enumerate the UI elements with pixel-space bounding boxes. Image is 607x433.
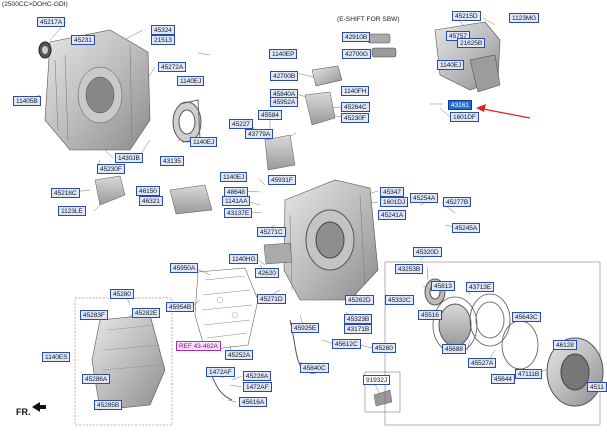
part-label-45228A[interactable]: 45228A	[243, 371, 272, 381]
part-label-45952A[interactable]: 45952A	[270, 97, 299, 107]
part-label-45262D[interactable]: 45262D	[345, 295, 374, 305]
part-label-1472AF[interactable]: 1472AF	[206, 367, 235, 377]
part-label-45516[interactable]: 45516	[418, 310, 442, 320]
part-label-45260[interactable]: 45260	[372, 343, 396, 353]
engine-spec-header: (2500CC>DOHC-GDI)	[2, 1, 68, 8]
part-label-1141AA[interactable]: 1141AA	[222, 196, 251, 206]
part-label-45254A[interactable]: 45254A	[410, 193, 439, 203]
part-label-43779A[interactable]: 43779A	[245, 129, 274, 139]
part-label-1140ES[interactable]: 1140ES	[42, 352, 71, 362]
part-label-43161-highlighted[interactable]: 43161	[448, 100, 472, 110]
part-label-43253B[interactable]: 43253B	[395, 264, 424, 274]
part-label-45217A[interactable]: 45217A	[37, 17, 66, 27]
part-label-91932J[interactable]: 91932J	[363, 375, 391, 385]
part-label-45840C[interactable]: 45840C	[300, 363, 329, 373]
part-label-21513[interactable]: 21513	[151, 35, 175, 45]
part-label-42620[interactable]: 42620	[255, 268, 279, 278]
part-label-45245A[interactable]: 45245A	[452, 223, 481, 233]
part-label-45688[interactable]: 45688	[442, 344, 466, 354]
part-label-1123MG[interactable]: 1123MG	[509, 13, 540, 23]
part-label-42700B[interactable]: 42700B	[270, 71, 299, 81]
part-label-45271C[interactable]: 45271C	[257, 227, 286, 237]
part-label-47111B[interactable]: 47111B	[515, 369, 543, 379]
part-label-21625B[interactable]: 21625B	[457, 38, 486, 48]
part-label-43171B[interactable]: 43171B	[344, 324, 373, 334]
part-label-45285B[interactable]: 45285B	[94, 400, 123, 410]
part-label-45931F[interactable]: 45931F	[268, 175, 296, 185]
part-label-45272A[interactable]: 45272A	[158, 62, 187, 72]
part-label-46128[interactable]: 46128	[553, 340, 577, 350]
part-label-43135[interactable]: 43135	[160, 156, 184, 166]
part-label-1472AF-2[interactable]: 1472AF	[243, 382, 272, 392]
eshift-section-title: (E-SHIFT FOR SBW)	[337, 16, 400, 23]
part-label-45283F[interactable]: 45283F	[80, 310, 108, 320]
part-label-1140EJ-4[interactable]: 1140EJ	[220, 172, 248, 182]
part-label-45227[interactable]: 45227	[229, 119, 253, 129]
part-label-45584[interactable]: 45584	[258, 110, 282, 120]
part-label-45280[interactable]: 45280	[110, 289, 134, 299]
part-label-45215D[interactable]: 45215D	[452, 11, 481, 21]
part-label-45323B[interactable]: 45323B	[344, 314, 373, 324]
front-direction-marker: FR.	[16, 407, 31, 417]
part-label-45231[interactable]: 45231	[71, 35, 95, 45]
part-label-45612C[interactable]: 45612C	[332, 339, 361, 349]
ref-label-43-462A[interactable]: REF 43-462A	[176, 341, 221, 351]
part-label-1140FH[interactable]: 1140FH	[341, 86, 370, 96]
part-label-1430JB[interactable]: 1430JB	[115, 153, 143, 163]
part-label-45241A[interactable]: 45241A	[378, 210, 407, 220]
part-label-45954B[interactable]: 45954B	[166, 302, 195, 312]
part-label-45950A[interactable]: 45950A	[170, 263, 199, 273]
part-label-45271D[interactable]: 45271D	[257, 294, 286, 304]
part-label-42910B[interactable]: 42910B	[342, 32, 371, 42]
part-label-45324[interactable]: 45324	[151, 25, 175, 35]
part-label-1601DJ[interactable]: 1601DJ	[380, 197, 409, 207]
part-label-46321[interactable]: 46321	[139, 196, 163, 206]
part-label-45252A[interactable]: 45252A	[225, 350, 254, 360]
part-label-45286A[interactable]: 45286A	[82, 374, 111, 384]
part-label-45277B[interactable]: 45277B	[443, 197, 472, 207]
part-label-1601DF[interactable]: 1601DF	[450, 112, 479, 122]
part-label-43137E[interactable]: 43137E	[224, 208, 253, 218]
part-label-45230F-2[interactable]: 45230F	[341, 113, 369, 123]
part-label-45282E[interactable]: 45282E	[132, 308, 161, 318]
part-label-45643C[interactable]: 45643C	[512, 312, 541, 322]
part-label-11405B[interactable]: 11405B	[13, 96, 41, 106]
part-label-45218C[interactable]: 45218C	[51, 188, 80, 198]
part-label-1140EP[interactable]: 1140EP	[269, 49, 298, 59]
part-label-1140EJ[interactable]: 1140EJ	[177, 76, 205, 86]
part-label-45264C[interactable]: 45264C	[341, 102, 370, 112]
transmission-case-illustration	[38, 29, 151, 151]
part-label-1123LE[interactable]: 1123LE	[58, 206, 86, 216]
part-label-45925E[interactable]: 45925E	[291, 323, 320, 333]
part-label-45813[interactable]: 45813	[431, 281, 455, 291]
part-label-45527A[interactable]: 45527A	[468, 358, 497, 368]
part-label-1140EJ-2[interactable]: 1140EJ	[190, 137, 218, 147]
part-label-45616A[interactable]: 45616A	[239, 397, 268, 407]
part-label-46150[interactable]: 46150	[136, 186, 160, 196]
part-label-45332C[interactable]: 45332C	[385, 295, 414, 305]
part-label-45230F[interactable]: 45230F	[97, 164, 125, 174]
part-label-4511[interactable]: 4511	[587, 382, 607, 392]
part-label-43713E[interactable]: 43713E	[466, 282, 495, 292]
part-label-45320D[interactable]: 45320D	[413, 247, 442, 257]
part-label-1140HG[interactable]: 1140HG	[229, 254, 259, 264]
part-label-42700G[interactable]: 42700G	[342, 49, 371, 59]
part-label-1140EJ-3[interactable]: 1140EJ	[437, 60, 465, 70]
part-label-45347[interactable]: 45347	[380, 187, 404, 197]
part-label-45644[interactable]: 45644	[491, 374, 515, 384]
